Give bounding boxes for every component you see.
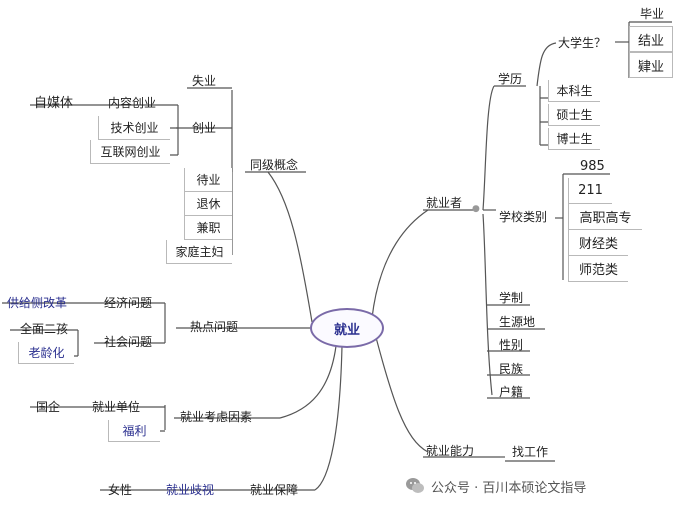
node-shehui[interactable]: 社会问题	[104, 335, 153, 349]
center-topic-label: 就业	[333, 322, 360, 338]
node-danwei[interactable]: 就业单位	[92, 400, 141, 414]
node-caijing[interactable]: 财经类	[568, 230, 628, 256]
node-hulianwang[interactable]: 互联网创业	[90, 140, 170, 164]
center-topic[interactable]: 就业	[310, 308, 384, 348]
node-gaozhi[interactable]: 高职高专	[568, 204, 642, 230]
node-erhai[interactable]: 全面二孩	[20, 322, 69, 336]
node-fuli[interactable]: 福利	[108, 420, 160, 442]
node-xuexiaoleibie[interactable]: 学校类别	[499, 210, 548, 224]
node-huji[interactable]: 户籍	[499, 385, 524, 399]
wechat-icon	[406, 478, 424, 493]
node-qishi[interactable]: 就业歧视	[166, 483, 215, 497]
node-shuoshisheng[interactable]: 硕士生	[548, 104, 600, 126]
node-daxuesheng[interactable]: 大学生？	[558, 36, 607, 50]
node-laoling[interactable]: 老龄化	[18, 342, 74, 364]
node-985[interactable]: 985	[580, 159, 605, 174]
node-benkesheng[interactable]: 本科生	[548, 80, 600, 102]
node-jieye[interactable]: 结业	[629, 26, 673, 52]
node-shengyuandi[interactable]: 生源地	[499, 315, 536, 329]
node-baozhang[interactable]: 就业保障	[250, 483, 299, 497]
node-boshisheng[interactable]: 博士生	[548, 128, 600, 150]
node-guoqi[interactable]: 国企	[36, 400, 61, 414]
node-xueli[interactable]: 学历	[498, 72, 523, 86]
collapse-dot-icon[interactable]: ●	[472, 204, 480, 214]
node-redian[interactable]: 热点问题	[190, 320, 239, 334]
node-tongjigainian[interactable]: 同级概念	[250, 158, 299, 172]
node-siye[interactable]: 肄业	[629, 52, 673, 78]
node-biye[interactable]: 毕业	[640, 7, 665, 21]
node-211[interactable]: 211	[568, 178, 612, 204]
node-daiye[interactable]: 待业	[184, 168, 232, 192]
node-jingji[interactable]: 经济问题	[104, 296, 153, 310]
node-shiye[interactable]: 失业	[192, 74, 217, 88]
node-zimeiti[interactable]: 自媒体	[34, 96, 74, 111]
node-neirong[interactable]: 内容创业	[108, 96, 157, 110]
watermark: 公众号 · 百川本硕论文指导	[405, 476, 586, 496]
node-xingbie[interactable]: 性别	[499, 338, 524, 352]
node-jishu[interactable]: 技术创业	[98, 116, 170, 140]
node-xuezhi[interactable]: 学制	[499, 291, 524, 305]
node-minzu[interactable]: 民族	[499, 362, 524, 376]
node-kaolv[interactable]: 就业考虑因素	[180, 410, 253, 424]
node-nvxing[interactable]: 女性	[108, 483, 133, 497]
node-jiating[interactable]: 家庭主妇	[166, 240, 232, 264]
node-jianzhi[interactable]: 兼职	[184, 216, 232, 240]
node-shifan[interactable]: 师范类	[568, 256, 628, 282]
node-gongji[interactable]: 供给侧改革	[7, 296, 68, 310]
node-jiuyenengli[interactable]: 就业能力	[426, 444, 475, 458]
node-tuixiu[interactable]: 退休	[184, 192, 232, 216]
node-chuangye[interactable]: 创业	[192, 121, 217, 135]
watermark-text: 公众号 · 百川本硕论文指导	[431, 480, 587, 496]
node-jiuyezhe[interactable]: 就业者	[426, 196, 463, 210]
node-zhaogongzuo[interactable]: 找工作	[512, 445, 549, 459]
